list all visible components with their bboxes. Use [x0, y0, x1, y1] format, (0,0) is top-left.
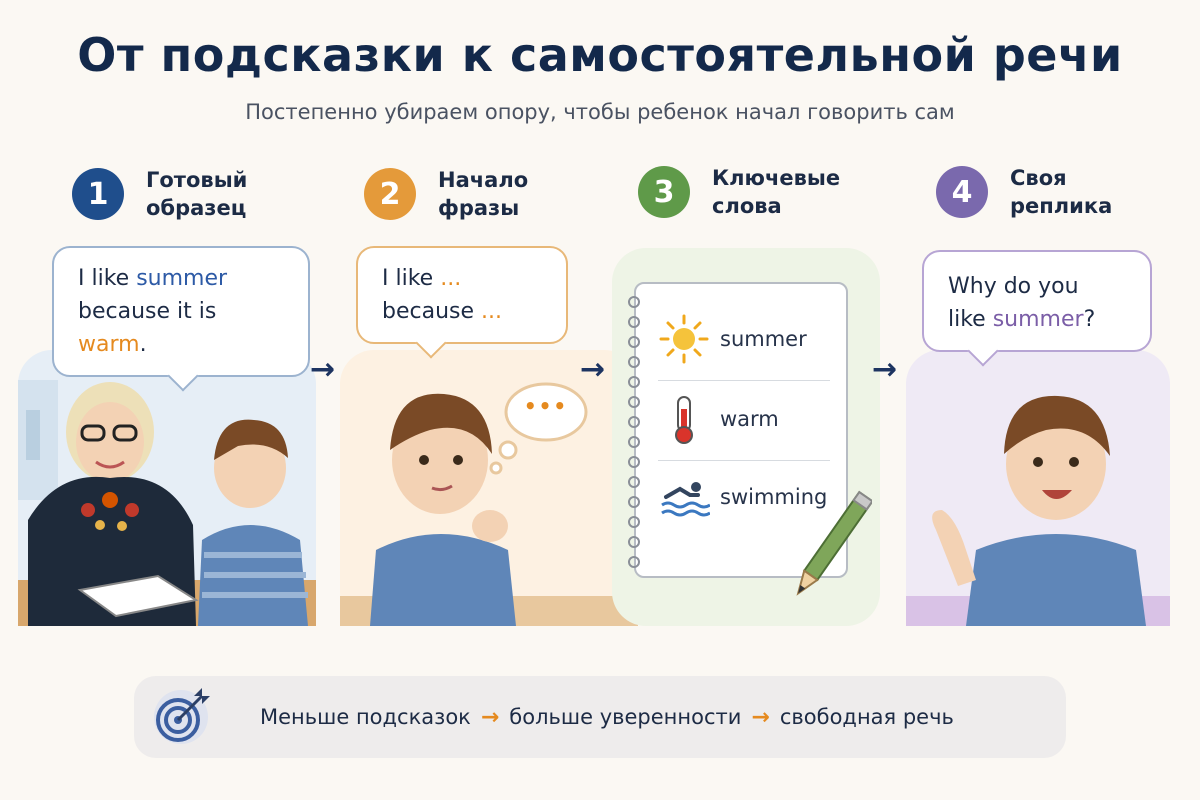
page-title: От подсказки к самостоятельной речи: [77, 28, 1123, 82]
keyword-row-warm: warm: [658, 390, 828, 448]
flow-arrow-1: →: [310, 352, 336, 387]
footer-part-3: свободная речь: [779, 705, 954, 729]
flow-arrow-3: →: [872, 352, 898, 387]
step-4-title: Своя реплика: [1010, 166, 1113, 218]
bubble-2-line-1: I like ...: [382, 266, 462, 291]
footer-text: Меньше подсказок → больше уверенности → …: [260, 705, 954, 730]
step-1-speech-bubble: I like summer because it is warm.: [52, 246, 310, 392]
thinking-child-illustration: [340, 382, 638, 626]
step-3-title: Ключевые слова: [712, 166, 841, 218]
flow-arrow-2: →: [580, 352, 606, 387]
step-2-number: 2: [364, 168, 416, 220]
keyword-summer: summer: [720, 327, 807, 351]
notebook-spiral: [628, 296, 640, 568]
pencil-icon: [796, 490, 872, 596]
bubble-2-line-2: because ...: [382, 299, 502, 324]
keyword-notebook: summer warm swimming: [628, 282, 848, 578]
step-4-panel: [906, 350, 1170, 626]
thought-dots: •••: [523, 394, 569, 418]
footer-arrow-1: →: [480, 704, 500, 730]
bubble-1-line-1: I like summer: [78, 266, 228, 291]
step-3-number: 3: [638, 166, 690, 218]
footer-arrow-2: →: [751, 704, 770, 730]
teacher-and-child-illustration: [18, 380, 316, 626]
step-4-speech-bubble: Why do you like summer?: [922, 250, 1152, 367]
sun-icon: [659, 314, 709, 364]
page-subtitle: Постепенно убираем опору, чтобы ребенок …: [245, 100, 955, 124]
speaking-child-illustration: [906, 395, 1170, 626]
bubble-4-line-2: like summer?: [948, 307, 1096, 332]
keyword-row-swimming: swimming: [658, 468, 828, 526]
footer-part-1: Меньше подсказок: [260, 705, 471, 729]
keyword-row-summer: summer: [658, 310, 828, 368]
thermometer-icon: [675, 396, 693, 444]
step-1-title: Готовый образец: [146, 168, 248, 220]
step-2-header: 2 Начало фразы: [364, 168, 528, 222]
keyword-swimming: swimming: [720, 485, 828, 509]
bubble-1-line-2: because it is warm.: [78, 299, 217, 357]
step-1-panel: [18, 350, 316, 626]
step-2-panel: •••: [340, 350, 638, 626]
swimmer-icon: [661, 482, 710, 517]
footer-part-2: больше уверенности: [509, 705, 742, 729]
target-icon: [154, 688, 210, 744]
step-2-title: Начало фразы: [438, 168, 529, 220]
step-2-speech-bubble: I like ... because ...: [356, 246, 568, 359]
step-3-header: 3 Ключевые слова: [638, 166, 840, 220]
step-1-number: 1: [72, 168, 124, 220]
step-4-header: 4 Своя реплика: [936, 166, 1112, 220]
keyword-warm: warm: [720, 407, 779, 431]
footer-summary: Меньше подсказок → больше уверенности → …: [134, 676, 1066, 758]
bubble-4-line-1: Why do you: [948, 274, 1079, 299]
step-4-number: 4: [936, 166, 988, 218]
step-1-header: 1 Готовый образец: [72, 168, 247, 222]
